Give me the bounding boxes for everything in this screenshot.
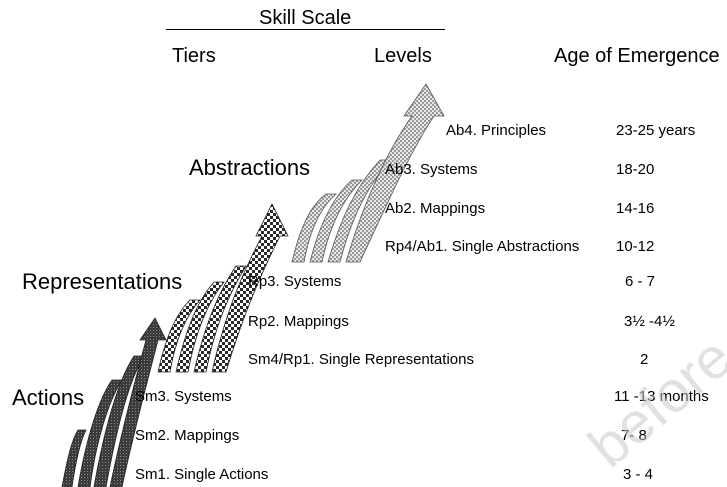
age-sm4-rp1: 2 bbox=[640, 351, 649, 368]
age-ab4: 23-25 years bbox=[616, 122, 696, 139]
level-ab2: Ab2. Mappings bbox=[385, 200, 486, 217]
actions-arrows bbox=[61, 317, 167, 487]
representations-arrows bbox=[157, 203, 289, 373]
level-ab3: Ab3. Systems bbox=[385, 161, 478, 178]
tiers-column-header: Tiers bbox=[172, 45, 216, 67]
age-rp2: 3½ -4½ bbox=[624, 313, 675, 330]
level-sm3: Sm3. Systems bbox=[135, 388, 232, 405]
tier-representations: Representations bbox=[22, 269, 183, 294]
abstractions-arrows bbox=[291, 83, 445, 263]
level-sm1: Sm1. Single Actions bbox=[135, 466, 269, 483]
age-rp4-ab1: 10-12 bbox=[616, 238, 655, 255]
level-rp4-ab1: Rp4/Ab1. Single Abstractions bbox=[385, 238, 580, 255]
levels-column-header: Levels bbox=[374, 45, 432, 67]
age-column-header: Age of Emergence bbox=[554, 45, 720, 67]
age-ab2: 14-16 bbox=[616, 200, 655, 217]
level-sm4-rp1: Sm4/Rp1. Single Representations bbox=[248, 351, 474, 368]
level-sm2: Sm2. Mappings bbox=[135, 427, 240, 444]
age-rp3: 6 - 7 bbox=[625, 273, 656, 290]
diagram-title: Skill Scale bbox=[259, 7, 352, 29]
age-sm3: 11 -13 months bbox=[614, 388, 709, 405]
tier-actions: Actions bbox=[12, 385, 85, 410]
age-ab3: 18-20 bbox=[616, 161, 655, 178]
level-rp3: Rp3. Systems bbox=[248, 273, 342, 290]
tier-abstractions: Abstractions bbox=[189, 155, 311, 180]
level-ab4: Ab4. Principles bbox=[446, 122, 547, 139]
age-sm1: 3 - 4 bbox=[623, 466, 654, 483]
title-underline bbox=[166, 29, 445, 30]
level-rp2: Rp2. Mappings bbox=[248, 313, 349, 330]
age-sm2: 7- 8 bbox=[621, 427, 647, 444]
